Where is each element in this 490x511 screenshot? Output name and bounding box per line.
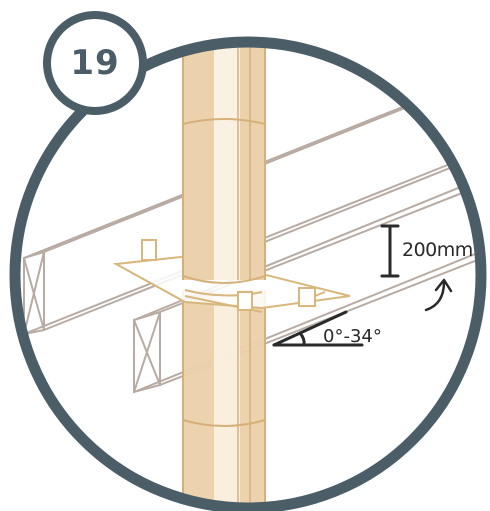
pipe-lower-front	[182, 300, 266, 508]
step-badge: 19	[43, 11, 147, 115]
height-dimension-marker	[380, 224, 400, 278]
step-number: 19	[70, 43, 120, 83]
angle-marker	[272, 310, 364, 347]
curved-arrow-icon	[424, 278, 453, 312]
pipe-upper	[182, 42, 266, 284]
frame-ring	[9, 36, 487, 511]
height-label: 200mm	[402, 239, 473, 261]
angle-label: 0°-34°	[323, 326, 382, 347]
